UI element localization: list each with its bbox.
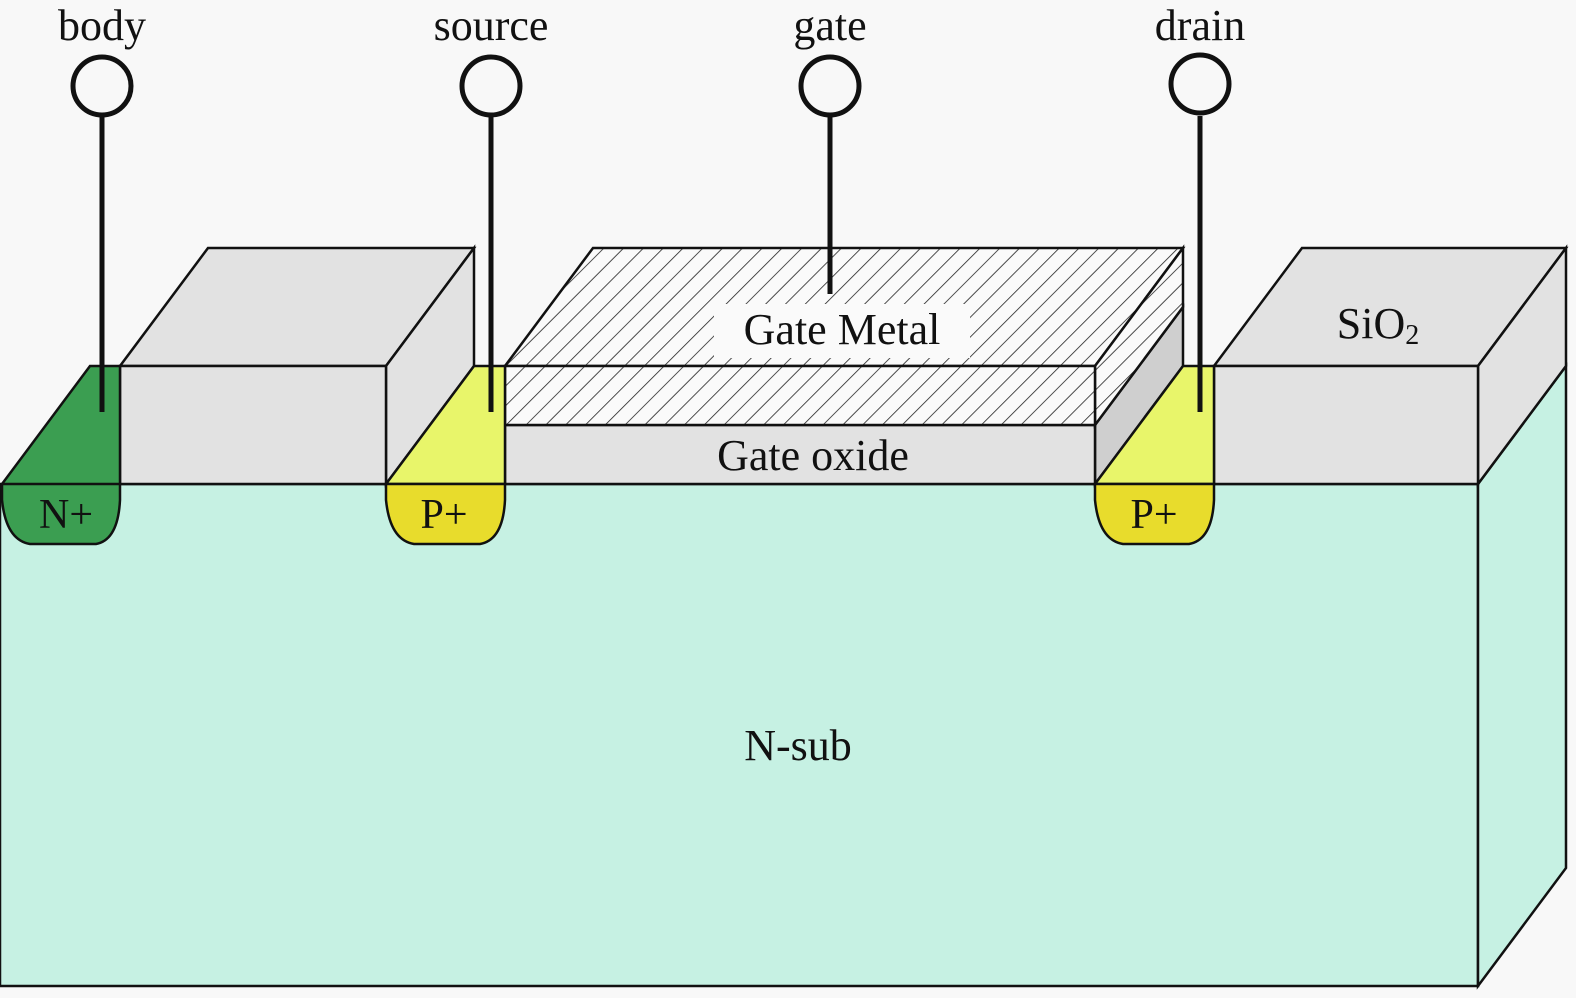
gate-label: gate <box>793 1 866 50</box>
p-plus-drain-region <box>1092 364 1216 546</box>
terminal-body[interactable]: body <box>58 1 146 412</box>
field-oxide-left-front <box>118 364 388 486</box>
field-oxide-label: SiO2 <box>1337 299 1419 351</box>
substrate-front-face <box>0 482 1480 988</box>
field-oxide-subscript: 2 <box>1405 320 1419 351</box>
n-plus-body-region <box>0 364 122 546</box>
drain-terminal-icon[interactable] <box>1168 52 1232 116</box>
gate-metal-label-bg <box>714 304 970 358</box>
p-plus-source-label: P+ <box>420 492 467 538</box>
n-plus-label: N+ <box>39 492 93 538</box>
field-oxide-text: SiO <box>1337 299 1405 348</box>
p-plus-source-region <box>383 364 507 546</box>
terminal-drain[interactable]: drain <box>1155 1 1245 412</box>
gate-metal <box>502 244 1186 429</box>
field-oxide-right-front <box>1212 364 1480 486</box>
substrate-label: N-sub <box>744 721 852 770</box>
terminal-source[interactable]: source <box>434 1 549 412</box>
gate-metal-front <box>503 364 1097 427</box>
field-oxide-right <box>1211 244 1569 488</box>
gate-metal-label: Gate Metal <box>744 305 941 354</box>
drain-label: drain <box>1155 1 1245 50</box>
gate-oxide-label: Gate oxide <box>717 431 909 480</box>
source-label: source <box>434 1 549 50</box>
substrate <box>0 362 1568 990</box>
gate-terminal-icon[interactable] <box>798 54 862 118</box>
terminal-gate[interactable]: gate <box>793 1 867 294</box>
p-plus-drain-label: P+ <box>1130 492 1177 538</box>
source-terminal-icon[interactable] <box>459 54 523 118</box>
p-plus-source-well <box>384 482 507 546</box>
n-plus-shape <box>0 364 122 546</box>
field-oxide-left <box>117 244 477 488</box>
p-plus-drain-well <box>1093 482 1216 546</box>
body-terminal-icon[interactable] <box>70 54 134 118</box>
body-label: body <box>58 1 146 50</box>
